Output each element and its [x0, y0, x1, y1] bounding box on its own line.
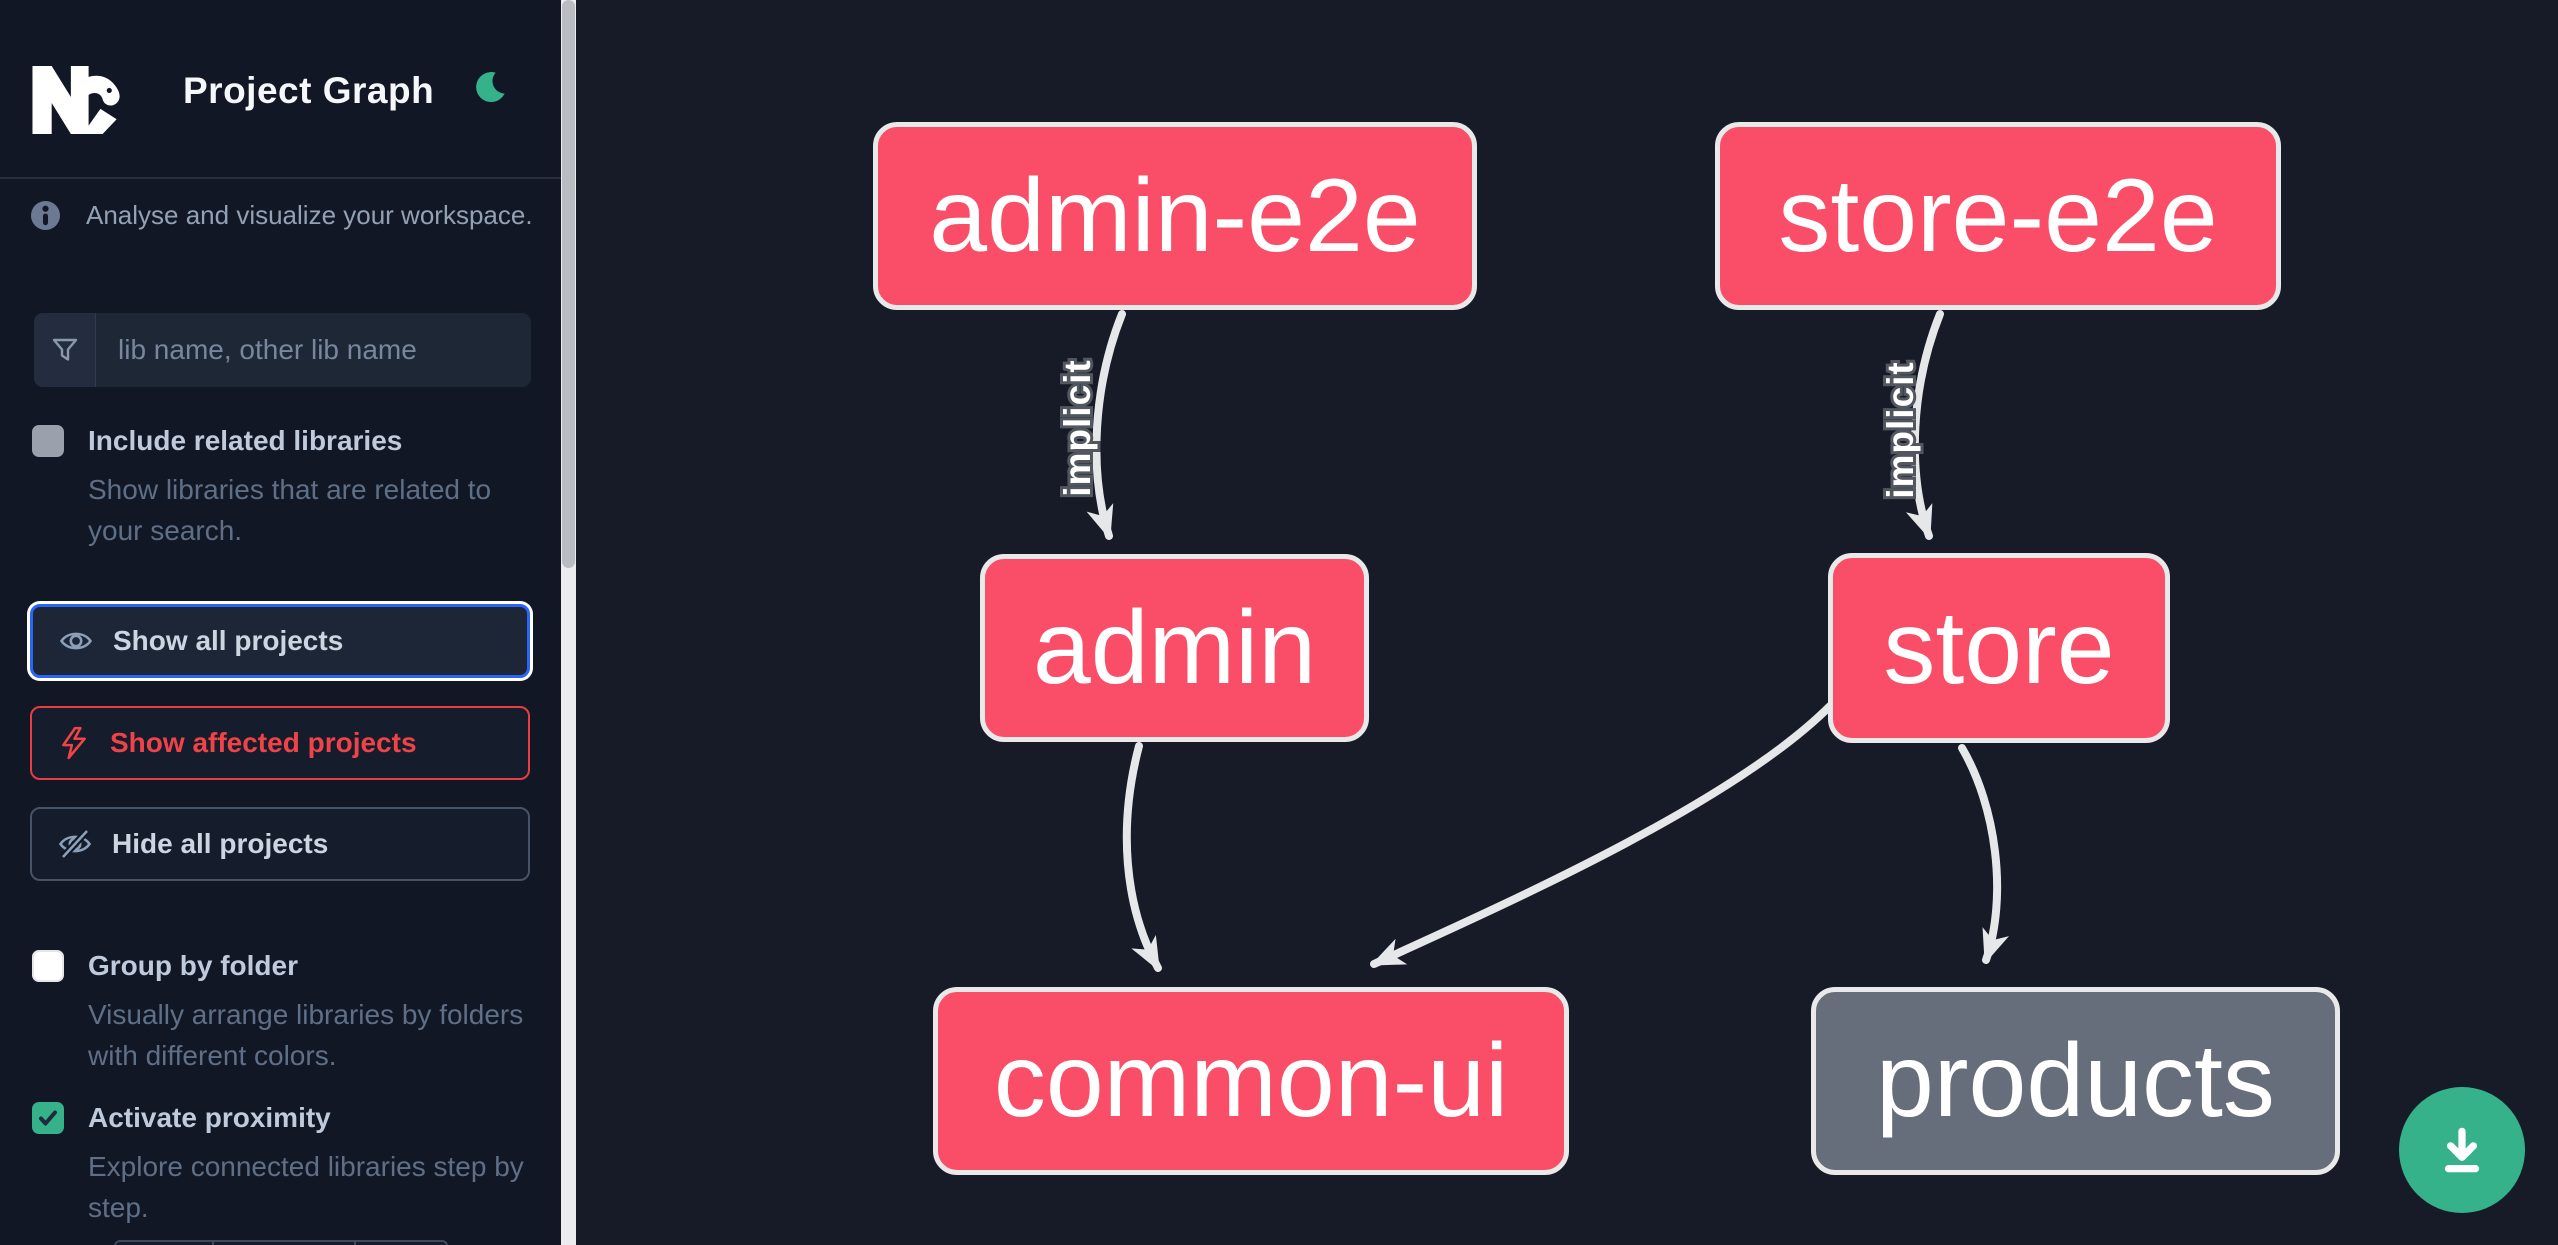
node-label: products [1876, 1022, 2275, 1139]
node-label: common-ui [993, 1022, 1509, 1139]
show-affected-projects-label: Show affected projects [110, 727, 417, 758]
search-input[interactable] [96, 313, 531, 387]
group-by-folder-label: Group by folder [88, 950, 298, 981]
activate-proximity-checkbox[interactable] [32, 1102, 64, 1134]
sidebar-scrollbar[interactable] [561, 0, 576, 1245]
edge-store-to-common-ui[interactable] [1370, 702, 1834, 968]
node-store-e2e[interactable]: store-e2e [1715, 122, 2281, 310]
edge-admin-to-common-ui[interactable] [1122, 742, 1162, 972]
lightning-icon [58, 726, 90, 760]
scrollbar-thumb[interactable] [562, 0, 575, 568]
activate-proximity-label: Activate proximity [88, 1102, 331, 1133]
edge-store-e2e-to-store[interactable] [1905, 310, 1944, 540]
sidebar: Project Graph Analyse and visualize your… [0, 0, 561, 1245]
eye-icon [59, 624, 93, 658]
node-label: store-e2e [1778, 157, 2218, 274]
workspace-info-row: Analyse and visualize your workspace. [30, 200, 533, 231]
show-all-projects-button[interactable]: Show all projects [30, 604, 530, 678]
edges-layer: implicit implicit [1054, 310, 2009, 972]
header-divider [0, 177, 561, 179]
hide-all-projects-label: Hide all projects [112, 828, 329, 859]
group-by-folder-row: Group by folder Visually arrange librari… [32, 950, 528, 1076]
node-products[interactable]: products [1811, 987, 2340, 1175]
show-affected-projects-button[interactable]: Show affected projects [30, 706, 530, 780]
graph-canvas[interactable]: implicit implicit admin-e2e store-e2e ad… [576, 0, 2558, 1245]
node-label: admin-e2e [929, 157, 1421, 274]
include-related-row: Include related libraries Show libraries… [32, 425, 528, 551]
search-box [34, 313, 531, 387]
proximity-stepper-partial[interactable] [114, 1240, 448, 1245]
edge-label-implicit-admin: implicit [1057, 359, 1098, 497]
checkmark-icon [39, 1110, 57, 1126]
hide-all-projects-button[interactable]: Hide all projects [30, 807, 530, 881]
page-title: Project Graph [183, 70, 435, 111]
node-store[interactable]: store [1828, 553, 2170, 743]
filter-funnel-icon [34, 313, 96, 387]
node-admin[interactable]: admin [980, 554, 1369, 742]
include-related-description: Show libraries that are related to your … [88, 474, 492, 546]
activate-proximity-description: Explore connected libraries step by step… [88, 1151, 524, 1223]
node-admin-e2e[interactable]: admin-e2e [873, 122, 1477, 310]
node-label: store [1883, 589, 2115, 706]
activate-proximity-row: Activate proximity Explore connected lib… [32, 1102, 528, 1228]
group-by-folder-checkbox[interactable] [32, 950, 64, 982]
download-graph-button[interactable] [2399, 1087, 2525, 1213]
node-label: admin [1032, 589, 1317, 706]
edge-label-implicit-store: implicit [1880, 361, 1921, 499]
include-related-checkbox[interactable] [32, 425, 64, 457]
edge-admin-e2e-to-admin[interactable] [1086, 310, 1126, 540]
show-all-projects-label: Show all projects [113, 625, 344, 656]
moon-icon[interactable] [474, 70, 508, 104]
nx-logo [32, 66, 120, 134]
include-related-label: Include related libraries [88, 425, 403, 456]
node-common-ui[interactable]: common-ui [933, 987, 1569, 1175]
tagline: Analyse and visualize your workspace. [86, 200, 533, 230]
group-by-folder-description: Visually arrange libraries by folders wi… [88, 999, 524, 1071]
eye-off-icon [58, 827, 92, 861]
info-icon [30, 200, 61, 231]
download-icon [2444, 1127, 2480, 1173]
edge-store-to-products[interactable] [1958, 744, 2009, 964]
